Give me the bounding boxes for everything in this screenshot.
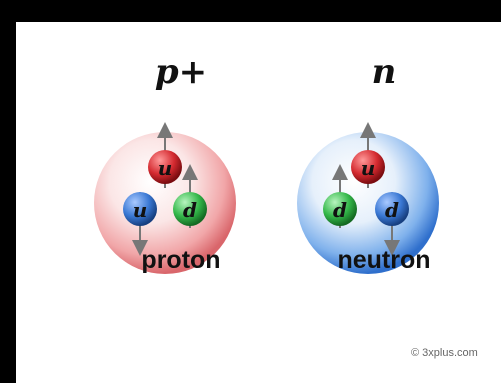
quark-label: d: [385, 198, 399, 222]
quark-d-green: [323, 192, 357, 226]
quark-label: d: [333, 198, 347, 222]
quark-label: u: [361, 156, 376, 180]
quark-label: u: [158, 156, 173, 180]
quark-d-green: [173, 192, 207, 226]
quark-label: u: [133, 198, 148, 222]
neutron-group: u d d: [297, 122, 439, 274]
quark-d-blue: [375, 192, 409, 226]
proton-label: proton: [141, 246, 221, 274]
proton-symbol: p+: [154, 52, 208, 92]
quark-label: d: [183, 198, 197, 222]
proton-sphere: [94, 132, 236, 274]
quark-u-blue: [123, 192, 157, 226]
quark-u-red: [351, 150, 385, 184]
proton-group: u u d: [94, 122, 236, 274]
neutron-symbol: n: [371, 52, 397, 92]
copyright-notice: © 3xplus.com: [411, 347, 478, 359]
quark-u-red: [148, 150, 182, 184]
neutron-label: neutron: [337, 246, 431, 274]
